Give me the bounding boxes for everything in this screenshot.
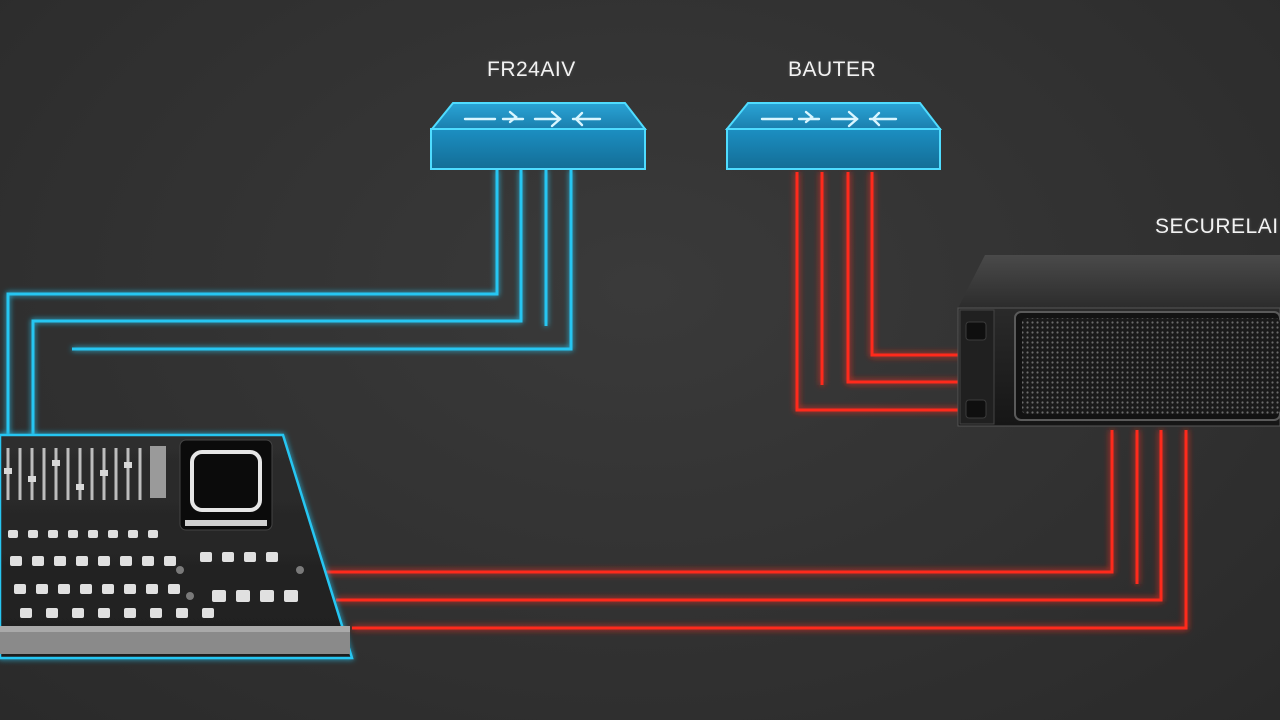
blue-links (6, 170, 573, 438)
red-links-console (320, 430, 1188, 630)
red-link-1 (795, 172, 962, 412)
mixing-console-icon (0, 433, 354, 660)
red-link-5 (320, 430, 1114, 574)
red-link-3 (846, 172, 962, 384)
server-label: SECURELAI (1155, 215, 1279, 238)
blue-link-1 (6, 170, 499, 438)
red-link-7 (336, 430, 1163, 602)
primary-switch-label: FR24AIV (487, 58, 576, 81)
red-link-4 (870, 172, 962, 357)
rack-server-icon (957, 255, 1280, 427)
network-switch-icon (429, 102, 648, 170)
red-links-router (795, 172, 962, 412)
blue-link-2 (31, 170, 523, 438)
blue-link-4 (72, 170, 573, 351)
router-icon (724, 102, 943, 170)
router-label: BAUTER (788, 58, 877, 81)
red-link-8 (352, 430, 1188, 630)
